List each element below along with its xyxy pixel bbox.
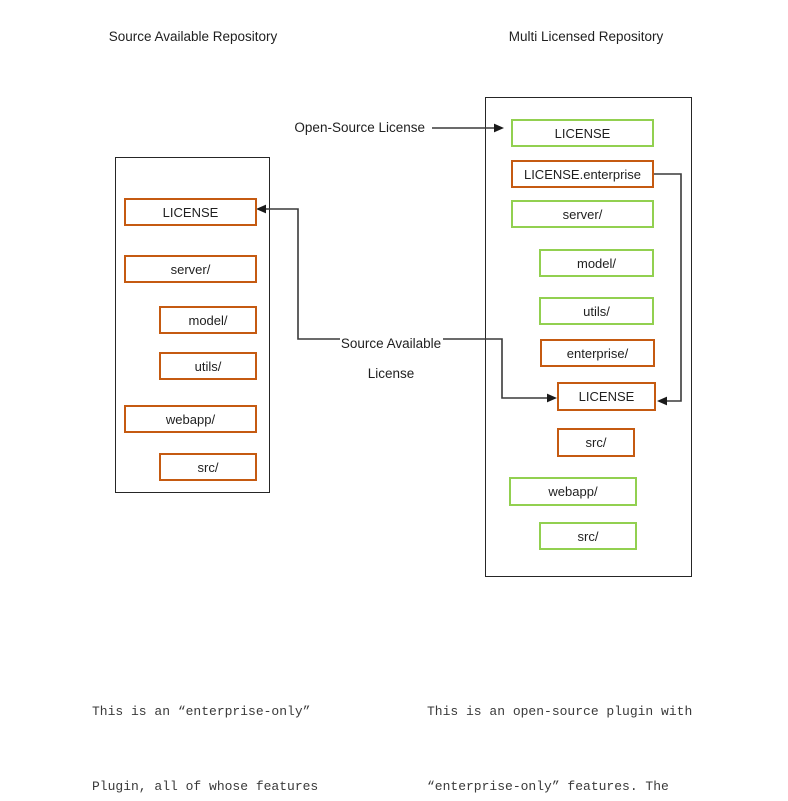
- folder-box-webapp: webapp/: [509, 477, 637, 506]
- folder-box-webapp: webapp/: [124, 405, 257, 433]
- open-source-arrowhead: [494, 123, 504, 133]
- source-available-left-line: [265, 208, 340, 340]
- file-box-license: LICENSE: [124, 198, 257, 226]
- folder-box-model: model/: [159, 306, 257, 334]
- note-line: This is an “enterprise-only”: [92, 704, 311, 719]
- left-repo-note: This is an “enterprise-only” Plugin, all…: [92, 649, 365, 801]
- folder-box-enterprise: enterprise/: [540, 339, 655, 367]
- folder-box-server: server/: [511, 200, 654, 228]
- folder-box-utils: utils/: [159, 352, 257, 380]
- open-source-license-label: Open-Source License: [294, 120, 425, 135]
- source-available-right-line: [443, 338, 548, 399]
- source-available-license-label: Source Available License: [338, 329, 444, 389]
- file-box-license-enterprise: LICENSE.enterprise: [511, 160, 654, 188]
- folder-box-utils: utils/: [539, 297, 654, 325]
- right-repo-note: This is an open-source plugin with “ente…: [427, 649, 692, 801]
- folder-box-model: model/: [539, 249, 654, 277]
- file-box-license-source-available: LICENSE: [557, 382, 656, 411]
- folder-box-server: server/: [124, 255, 257, 283]
- license-enterprise-line: [654, 173, 682, 402]
- folder-box-src: src/: [539, 522, 637, 550]
- source-available-license-label-line2: License: [367, 366, 415, 381]
- left-repo-title: Source Available Repository: [108, 29, 278, 44]
- folder-box-src: src/: [159, 453, 257, 481]
- note-line: Plugin, all of whose features: [92, 779, 319, 794]
- note-line: This is an open-source plugin with: [427, 704, 693, 719]
- folder-box-src-enterprise: src/: [557, 428, 635, 457]
- note-line: “enterprise-only” features. The: [427, 779, 669, 794]
- source-available-license-label-line1: Source Available: [340, 336, 442, 351]
- right-repo-box: [485, 97, 692, 577]
- license-enterprise-arrowhead: [657, 396, 667, 406]
- left-repo-box: [115, 157, 270, 493]
- source-available-right-arrowhead: [547, 393, 557, 403]
- file-box-license-open-source: LICENSE: [511, 119, 654, 147]
- right-repo-title: Multi Licensed Repository: [508, 29, 664, 44]
- source-available-left-arrowhead: [256, 204, 266, 214]
